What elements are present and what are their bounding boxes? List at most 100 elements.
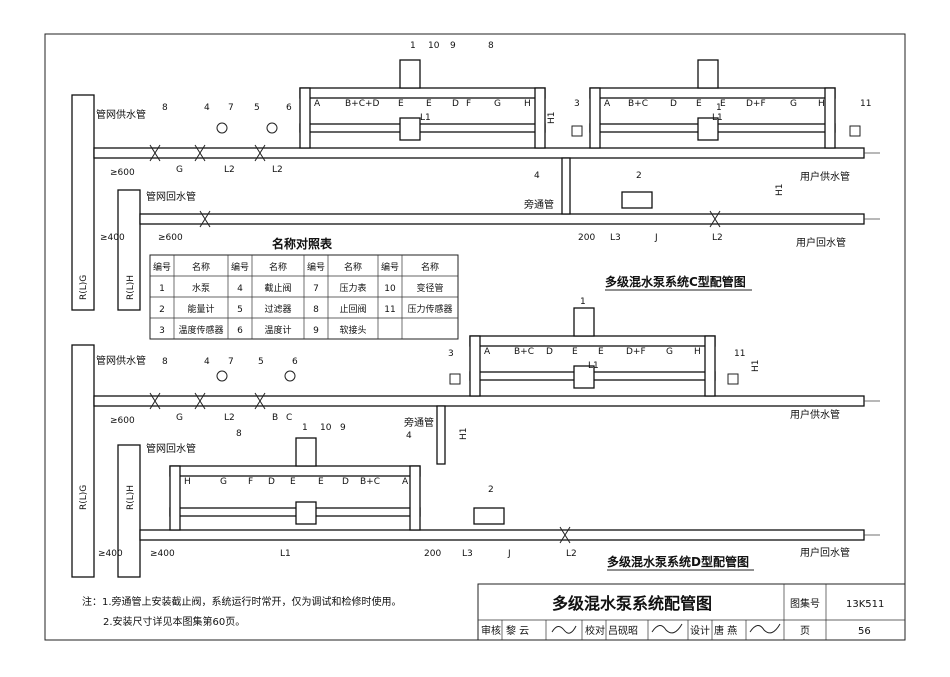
svg-text:L3: L3 (462, 549, 473, 559)
d-user-return-label: 用户回水管 (800, 546, 850, 559)
svg-text:L2: L2 (224, 413, 235, 423)
svg-text:3: 3 (159, 326, 165, 336)
svg-text:E: E (426, 99, 432, 109)
svg-text:5: 5 (254, 103, 260, 113)
svg-text:9: 9 (340, 423, 346, 433)
svg-text:黎 云: 黎 云 (506, 624, 529, 637)
atlas-number: 13K511 (846, 599, 884, 610)
svg-text:7: 7 (228, 103, 234, 113)
svg-text:E: E (290, 477, 296, 487)
svg-text:L2: L2 (272, 165, 283, 175)
svg-text:E: E (696, 99, 702, 109)
c-user-return-label: 用户回水管 (796, 236, 846, 249)
d-pump-upper-a (573, 307, 595, 337)
svg-text:E: E (398, 99, 404, 109)
svg-text:F: F (248, 477, 253, 487)
svg-text:名称: 名称 (269, 261, 287, 273)
svg-text:H1: H1 (459, 428, 469, 441)
c-pressure-gauge (216, 122, 228, 134)
c-check-valve (149, 144, 161, 162)
svg-text:L2: L2 (224, 165, 235, 175)
svg-text:6: 6 (292, 357, 298, 367)
svg-text:G: G (790, 99, 797, 109)
svg-text:10: 10 (320, 423, 332, 433)
svg-text:D: D (670, 99, 677, 109)
d-check-valve (149, 392, 161, 410)
svg-text:H: H (524, 99, 531, 109)
svg-text:软接头: 软接头 (339, 324, 366, 336)
svg-text:编号: 编号 (307, 261, 325, 273)
svg-text:A: A (314, 99, 321, 109)
svg-text:名称: 名称 (421, 261, 439, 273)
c-return-valve-2 (709, 210, 721, 228)
svg-text:≥400: ≥400 (100, 233, 125, 243)
svg-text:过滤器: 过滤器 (264, 303, 291, 315)
svg-text:B+C: B+C (360, 477, 380, 487)
svg-text:1: 1 (302, 423, 308, 433)
svg-text:L2: L2 (712, 233, 723, 243)
svg-text:温度传感器: 温度传感器 (178, 324, 223, 336)
svg-text:D+F: D+F (626, 347, 646, 357)
svg-text:≥600: ≥600 (110, 168, 135, 178)
svg-text:A: A (402, 477, 409, 487)
svg-text:2: 2 (636, 171, 642, 181)
svg-text:200: 200 (578, 233, 595, 243)
atlas-label: 图集号 (790, 597, 820, 610)
svg-text:6: 6 (237, 326, 243, 336)
svg-text:B: B (272, 413, 278, 423)
svg-text:7: 7 (313, 284, 319, 294)
svg-text:H: H (184, 477, 191, 487)
c-return-pipe (139, 213, 865, 225)
svg-text:11: 11 (734, 349, 745, 359)
svg-text:H: H (694, 347, 701, 357)
c-vertical-return-main (117, 189, 141, 311)
svg-text:L1: L1 (280, 549, 291, 559)
c-bypass-label: 旁通管 (524, 198, 554, 211)
c-vertical-return-label: R(L)H (126, 275, 136, 300)
d-supply-pipe (93, 395, 865, 407)
svg-text:名称: 名称 (344, 261, 362, 273)
title-block: 多级混水泵系统配管图 图集号 13K511 审核 黎 云 校对 吕砚昭 设计 唐… (477, 583, 906, 641)
svg-text:D: D (342, 477, 349, 487)
c-bypass-pipe (561, 157, 571, 215)
svg-text:名称: 名称 (192, 261, 210, 273)
svg-text:B+C+D: B+C+D (345, 99, 380, 109)
c-pump-loop-1-mid (299, 123, 546, 133)
svg-text:H: H (818, 99, 825, 109)
svg-text:C: C (286, 413, 292, 423)
svg-text:编号: 编号 (153, 261, 171, 273)
svg-text:3: 3 (574, 99, 580, 109)
c-supply-pipe (93, 147, 865, 159)
svg-text:7: 7 (228, 357, 234, 367)
svg-text:止回阀: 止回阀 (339, 303, 366, 315)
drawing-frame (44, 33, 906, 641)
svg-text:4: 4 (237, 284, 243, 294)
d-pump-lower-b (295, 501, 317, 525)
d-user-supply-label: 用户供水管 (790, 408, 840, 421)
d-bypass-label: 旁通管 (404, 416, 434, 429)
svg-text:200: 200 (424, 549, 441, 559)
d-energy-meter (473, 507, 505, 525)
reviewer-signature (551, 625, 577, 634)
d-pressure-sensor (727, 373, 739, 385)
svg-text:≥600: ≥600 (158, 233, 183, 243)
svg-text:压力表: 压力表 (339, 282, 366, 294)
c-pressure-sensor (849, 125, 861, 137)
svg-text:≥600: ≥600 (110, 416, 135, 426)
svg-text:9: 9 (313, 326, 319, 336)
svg-text:8: 8 (236, 429, 242, 439)
drawing-title: 多级混水泵系统配管图 (552, 594, 712, 613)
diagram-c: R(L)G R(L)H (71, 41, 880, 311)
svg-text:3: 3 (448, 349, 454, 359)
svg-text:L3: L3 (610, 233, 621, 243)
svg-text:G: G (220, 477, 227, 487)
svg-text:11: 11 (384, 305, 395, 315)
c-thermometer (266, 122, 278, 134)
d-pressure-gauge (216, 370, 228, 382)
svg-text:温度计: 温度计 (264, 324, 291, 336)
svg-text:A: A (484, 347, 491, 357)
svg-text:1: 1 (580, 297, 586, 307)
svg-text:4: 4 (534, 171, 540, 181)
d-vertical-return-main (117, 444, 141, 578)
